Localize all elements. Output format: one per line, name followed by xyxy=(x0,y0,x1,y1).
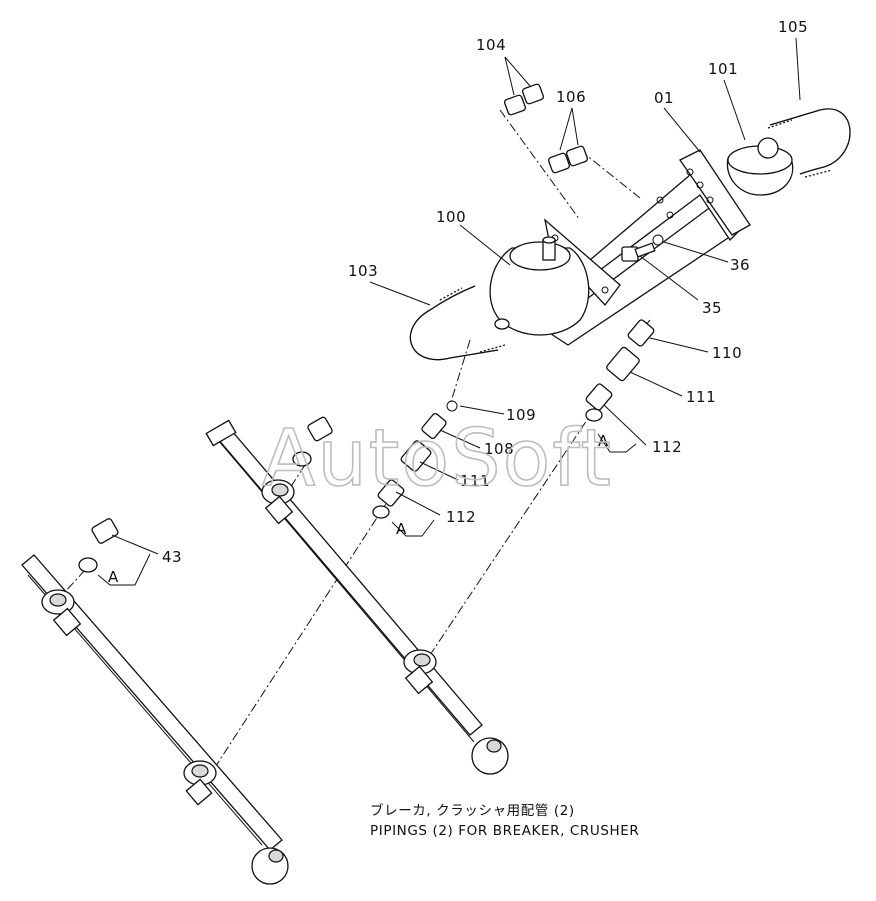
callout-112-lower: 112 xyxy=(446,508,476,526)
caption-japanese: ブレーカ, クラッシャ用配管 (2) xyxy=(370,802,575,819)
callout-01: 01 xyxy=(654,89,674,107)
callout-112-upper: 112 xyxy=(652,438,682,456)
pipe-middle xyxy=(205,419,509,775)
callout-110: 110 xyxy=(712,344,742,362)
callout-101: 101 xyxy=(708,60,738,78)
callout-103: 103 xyxy=(348,262,378,280)
callout-111-upper: 111 xyxy=(686,388,716,406)
callout-35: 35 xyxy=(702,299,722,317)
watermark: AutoSoft xyxy=(262,414,613,504)
callout-43: 43 xyxy=(162,548,182,566)
callout-a-left: A xyxy=(108,568,119,586)
bracket-assembly xyxy=(409,83,851,361)
callout-104: 104 xyxy=(476,36,506,54)
leader-lines xyxy=(97,37,801,586)
callout-111-lower: 111 xyxy=(460,472,490,490)
callout-109: 109 xyxy=(506,406,536,424)
callout-a-upper: A xyxy=(598,432,609,450)
pipe-left xyxy=(21,554,289,885)
callout-36: 36 xyxy=(730,256,750,274)
center-lines xyxy=(64,109,651,776)
fittings xyxy=(78,319,655,573)
callout-105: 105 xyxy=(778,18,808,36)
callout-100: 100 xyxy=(436,208,466,226)
callout-106: 106 xyxy=(556,88,586,106)
callout-a-lower: A xyxy=(396,520,407,538)
callout-labels: 104 105 101 106 01 100 103 36 35 110 111… xyxy=(108,18,808,586)
callout-108: 108 xyxy=(484,440,514,458)
caption-english: PIPINGS (2) FOR BREAKER, CRUSHER xyxy=(370,823,639,839)
